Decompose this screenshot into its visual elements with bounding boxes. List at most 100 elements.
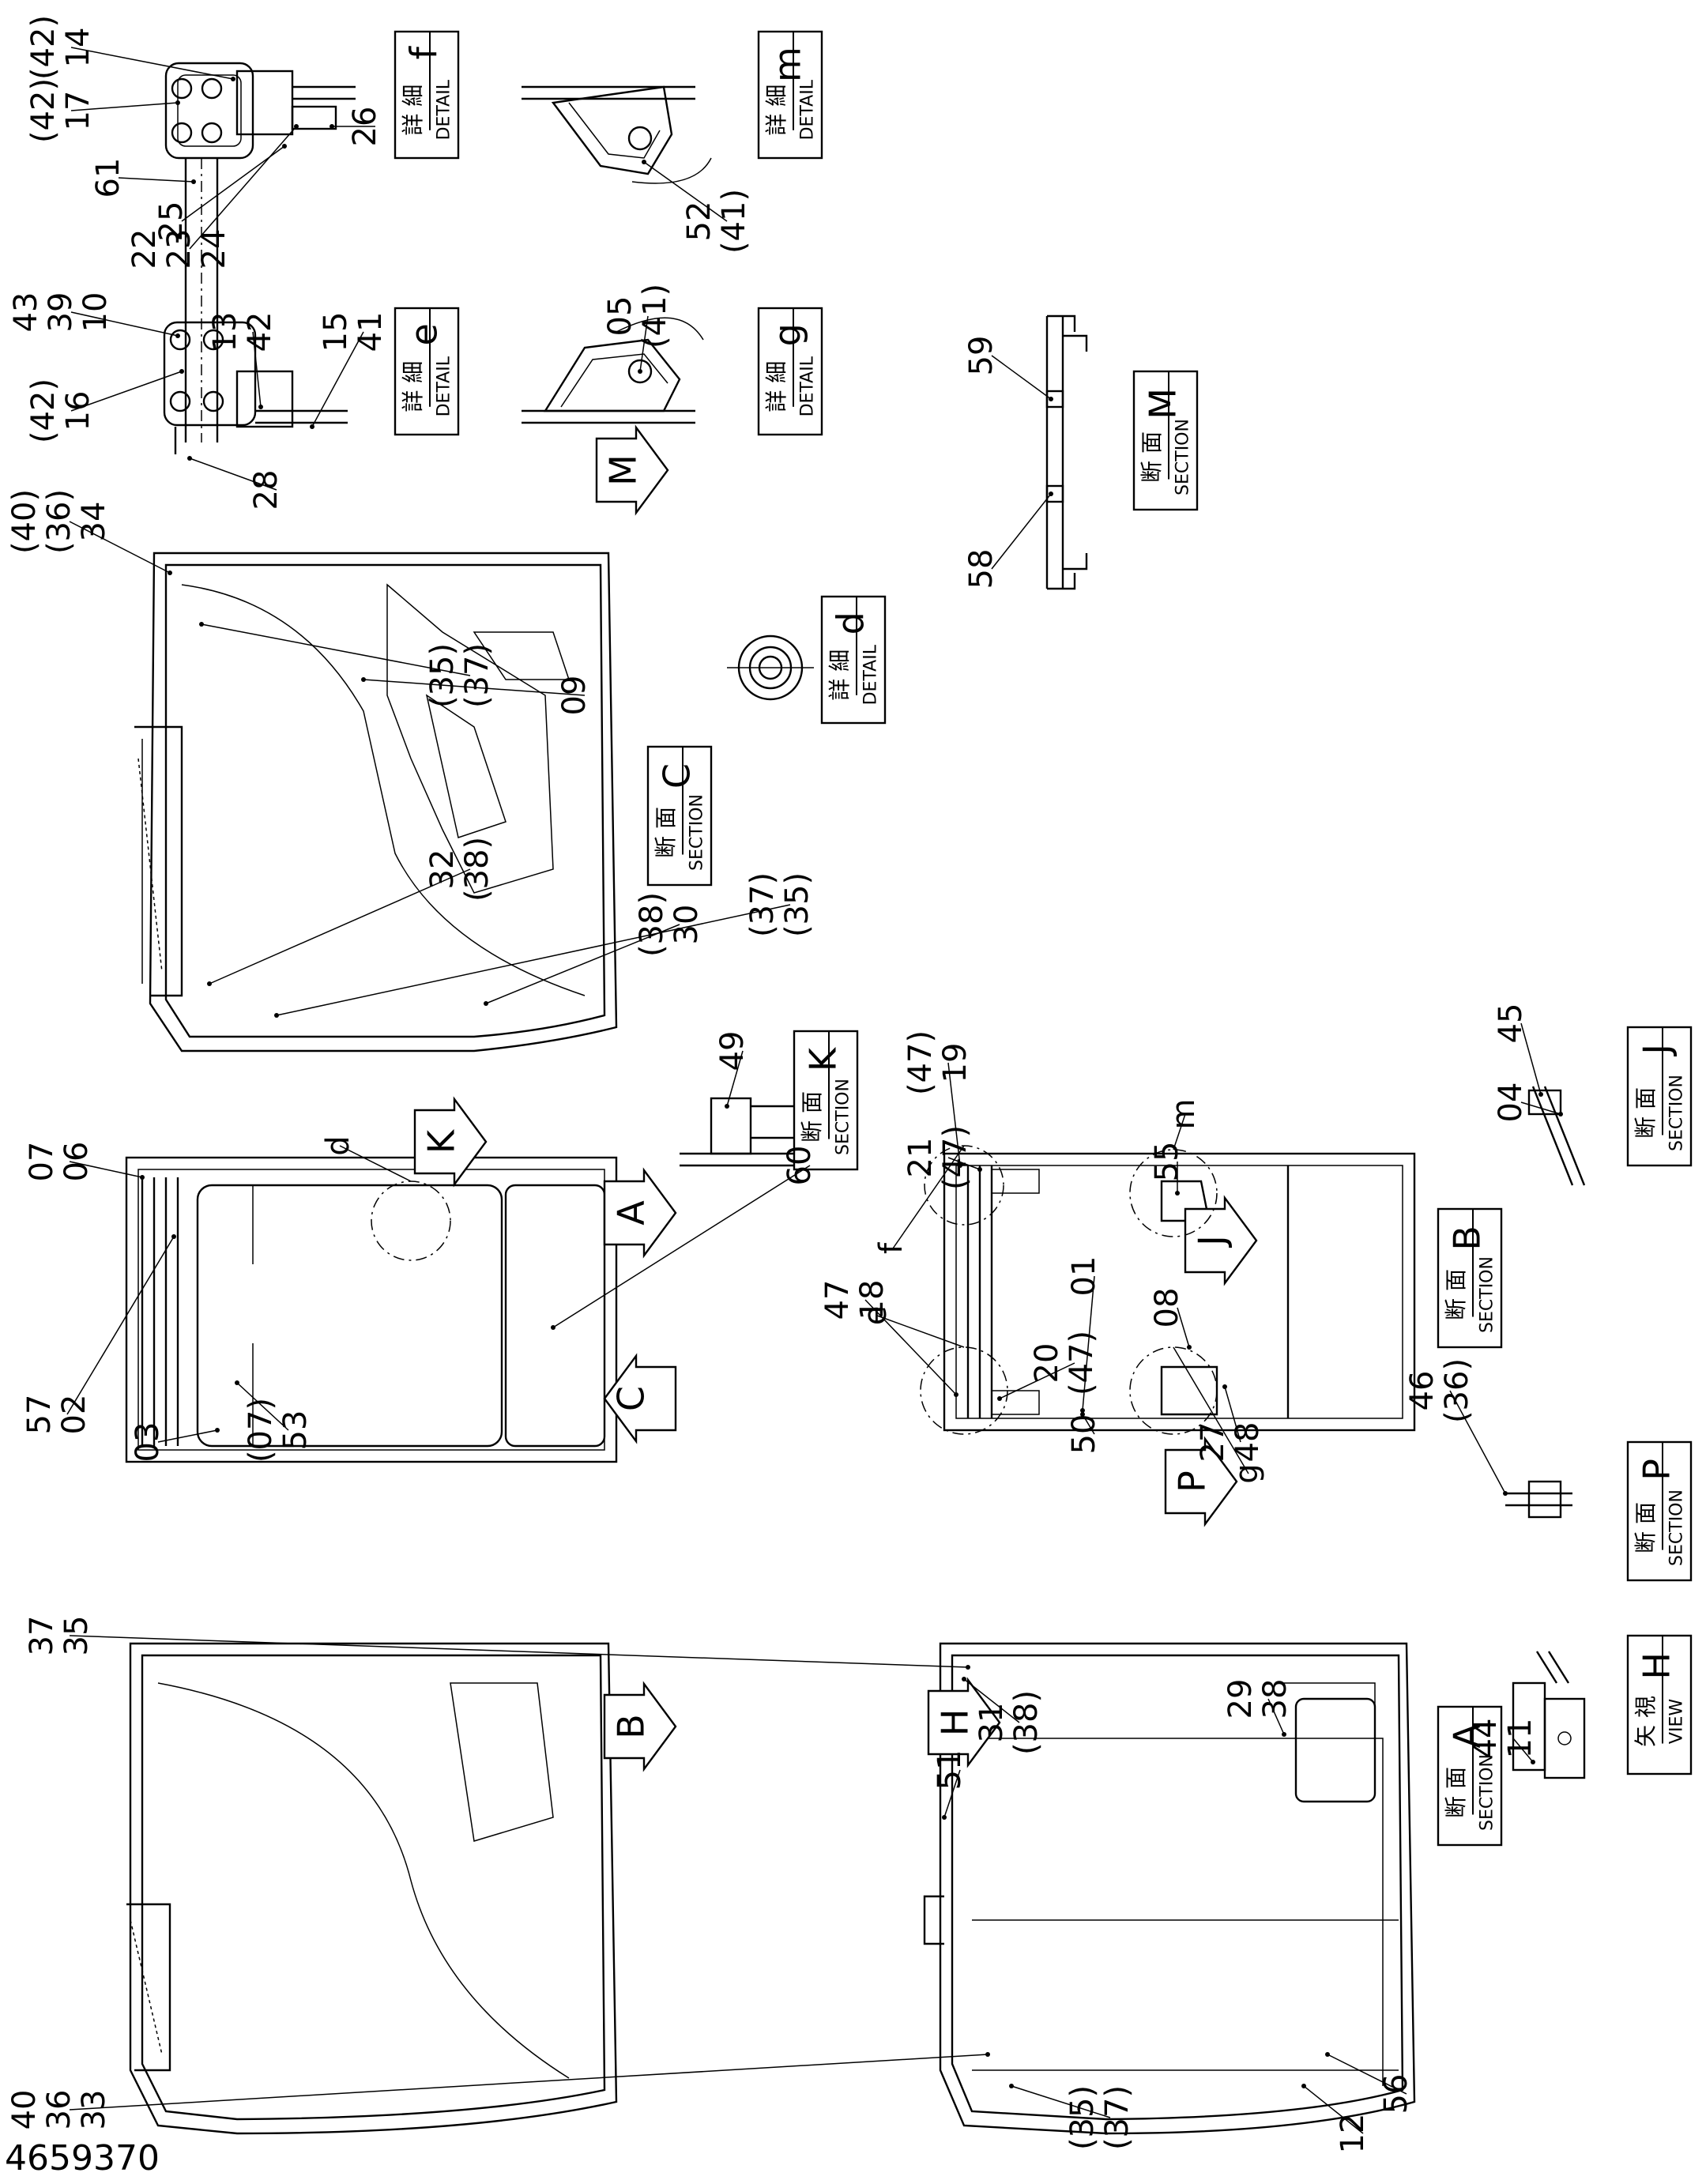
callout: 04 bbox=[1493, 1083, 1563, 1123]
box-section-K: 断 面 SECTION K bbox=[793, 1030, 859, 1171]
callout-number: 32(38) bbox=[424, 837, 495, 902]
view-h-drawing bbox=[1512, 1651, 1586, 1779]
detail-circle-label: d bbox=[320, 1135, 356, 1155]
box-word: SECTION bbox=[833, 1079, 853, 1155]
callout-number: 4718 bbox=[819, 1280, 891, 1320]
callout: 46(36) bbox=[1404, 1358, 1508, 1496]
view-arrow-label: P bbox=[1171, 1470, 1214, 1493]
callout: 50 bbox=[1066, 1412, 1102, 1454]
callout: 05(41) bbox=[602, 284, 673, 374]
detail-circle-d: d bbox=[320, 1135, 451, 1261]
detail-g-drawing bbox=[522, 317, 704, 424]
box-word: DETAIL bbox=[861, 644, 880, 705]
box-word: DETAIL bbox=[434, 356, 454, 416]
callout: 56 bbox=[1325, 2052, 1414, 2114]
callout: (37)(35) bbox=[274, 872, 815, 1018]
callout-number: 50 bbox=[1066, 1414, 1102, 1455]
callout: 12 bbox=[1301, 2084, 1371, 2153]
detail-circle-g: g bbox=[1129, 1346, 1265, 1484]
box-word: SECTION bbox=[1666, 1075, 1686, 1151]
detail-circle-m: m bbox=[1129, 1099, 1218, 1237]
box-letter: H bbox=[1636, 1652, 1678, 1680]
callout: 09 bbox=[361, 676, 593, 716]
callout: 55 bbox=[1149, 1142, 1185, 1196]
box-kanji: 断 面 bbox=[1139, 431, 1165, 483]
detail-circle-label: m bbox=[1166, 1099, 1202, 1130]
callout-number: 25 bbox=[153, 201, 190, 242]
callout: (35)(37) bbox=[199, 622, 495, 708]
box-kanji: 断 面 bbox=[799, 1091, 825, 1143]
callout-number: 08 bbox=[1149, 1288, 1185, 1328]
box-letter: g bbox=[766, 323, 809, 346]
detail-d-drawing bbox=[727, 634, 814, 701]
callout-number: 3735 bbox=[24, 1616, 95, 1656]
detail-m-drawing bbox=[522, 85, 712, 184]
callout-number: 09 bbox=[556, 676, 593, 716]
callout-number: 59 bbox=[963, 336, 1000, 376]
box-word: SECTION bbox=[1477, 1754, 1497, 1831]
callout: 52(41) bbox=[642, 160, 752, 254]
callout-number: 2748 bbox=[1195, 1422, 1266, 1463]
callout: 3735 bbox=[24, 1616, 970, 1670]
section-m-drawing bbox=[1045, 314, 1088, 590]
callout: 61 bbox=[90, 158, 196, 198]
callout: 5702 bbox=[21, 1234, 176, 1434]
callout-number: (42)16 bbox=[25, 378, 96, 443]
callout: 222324 bbox=[126, 124, 299, 269]
box-letter: C bbox=[656, 763, 699, 789]
callout: 45 bbox=[1493, 1004, 1543, 1097]
callout-number: 58 bbox=[963, 549, 1000, 589]
box-letter: K bbox=[802, 1046, 845, 1071]
section-c-drawing bbox=[134, 552, 618, 1052]
view-arrow-label: M bbox=[602, 454, 645, 486]
callout-number: 61 bbox=[90, 158, 126, 198]
callout-number: 433910 bbox=[8, 292, 114, 333]
callout: (42)16 bbox=[25, 369, 184, 443]
callout-number: 21(47) bbox=[902, 1125, 974, 1190]
callout: 21(47) bbox=[902, 1125, 982, 1190]
box-kanji: 矢 視 bbox=[1633, 1696, 1659, 1747]
callout-number: 56 bbox=[1378, 2074, 1414, 2114]
box-kanji: 断 面 bbox=[1633, 1087, 1659, 1139]
callout-number: 4411 bbox=[1467, 1719, 1538, 1759]
view-arrow-label: C bbox=[610, 1386, 653, 1411]
callout-number: 03 bbox=[130, 1422, 166, 1463]
callout-number: 05(41) bbox=[602, 284, 673, 348]
callout-number: (42)17 bbox=[25, 78, 96, 143]
view-arrow-A: A bbox=[603, 1167, 677, 1259]
box-letter: f bbox=[403, 45, 446, 59]
section-b-drawing bbox=[943, 1152, 1416, 1432]
callout-number: (07)53 bbox=[243, 1398, 314, 1463]
box-letter: M bbox=[1142, 388, 1184, 420]
callout: 0706 bbox=[24, 1142, 145, 1181]
detail-circle-e: e bbox=[857, 1306, 1008, 1435]
detail-e-drawing bbox=[163, 321, 348, 454]
callout-number: 04 bbox=[1493, 1083, 1529, 1123]
callout-number: 01 bbox=[1066, 1256, 1102, 1297]
callout: (38)30 bbox=[484, 892, 705, 1006]
callout-number: (42)14 bbox=[25, 15, 96, 80]
callout: (47)19 bbox=[902, 1030, 974, 1168]
view-arrow-P: P bbox=[1164, 1436, 1238, 1527]
callout: 28 bbox=[187, 456, 284, 510]
callout-number: (38)30 bbox=[634, 892, 705, 957]
callout: 26 bbox=[330, 107, 383, 146]
callout: 59 bbox=[963, 336, 1053, 401]
view-arrow-label: J bbox=[1191, 1235, 1233, 1248]
callout-number: (47)19 bbox=[902, 1030, 974, 1095]
callout: 2938 bbox=[1222, 1679, 1294, 1737]
callout: 51 bbox=[932, 1750, 968, 1820]
box-word: SECTION bbox=[1477, 1256, 1497, 1333]
box-kanji: 詳 細 bbox=[763, 85, 789, 136]
box-word: SECTION bbox=[1666, 1489, 1686, 1566]
callout: 20(47) bbox=[997, 1331, 1100, 1401]
